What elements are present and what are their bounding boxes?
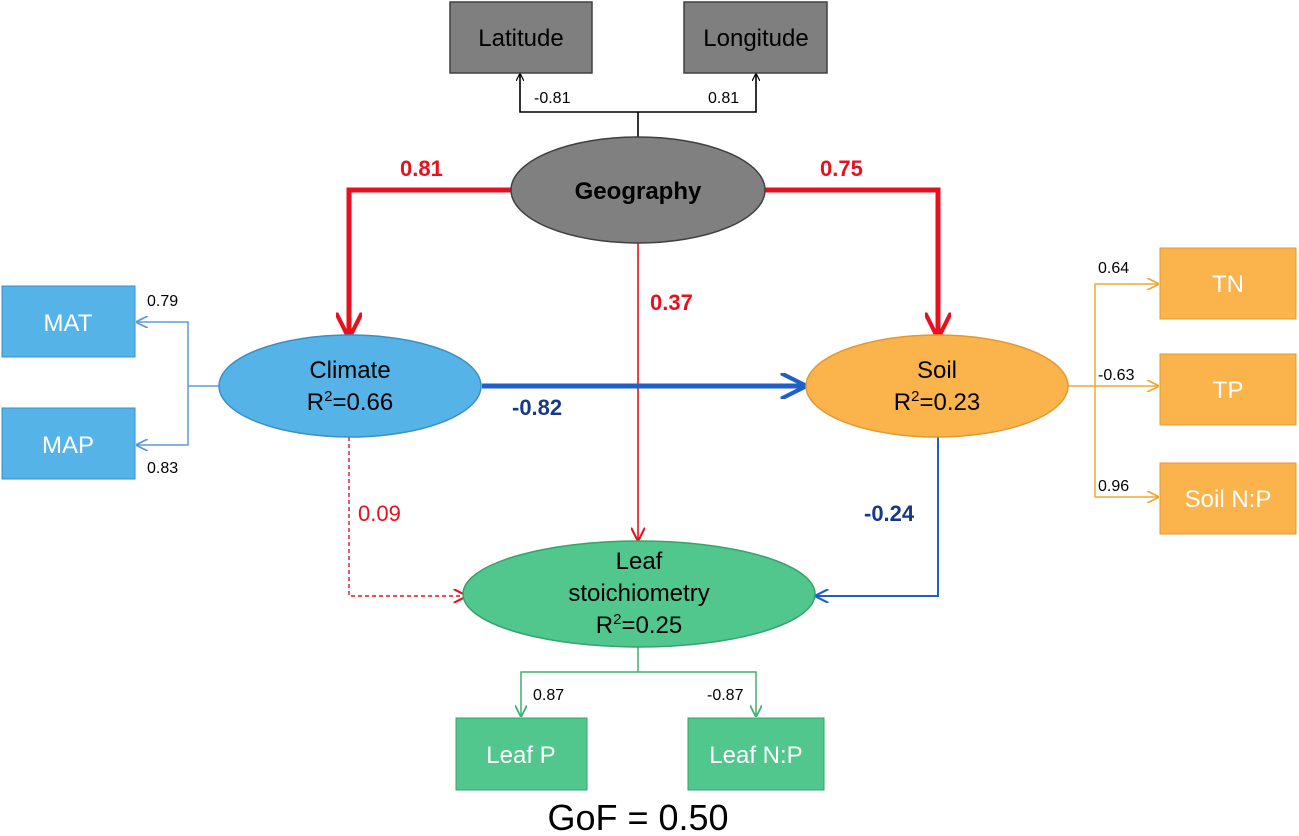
leaf-r2-value: =0.25	[621, 612, 682, 639]
leaf-p-box: Leaf P	[455, 717, 588, 791]
soil-np-loading: 0.96	[1098, 478, 1129, 495]
mat-box-rect	[1, 285, 136, 358]
coef-climate-soil: -0.82	[512, 395, 562, 420]
path-geography-climate	[349, 187, 512, 336]
leaf-np-box-rect	[687, 717, 825, 791]
soil-label: Soil	[917, 357, 957, 384]
climate-r2-prefix: R	[307, 389, 324, 416]
tp-loading: -0.63	[1098, 367, 1135, 384]
mat-loading: 0.79	[147, 293, 178, 310]
soil-r2: R2=0.23	[894, 388, 980, 416]
map-loading: 0.83	[147, 460, 178, 477]
geography-latitude-link	[520, 74, 638, 113]
leaf-p-box-rect	[455, 717, 588, 791]
climate-node: Climate R2=0.66	[218, 334, 482, 438]
soil-np-label: Soil N:P	[1185, 486, 1272, 513]
map-label: MAP	[42, 432, 94, 459]
coef-geography-leaf: 0.37	[650, 290, 693, 315]
path-soil-leaf	[816, 437, 939, 596]
soil-tn-link	[1094, 284, 1158, 386]
leaf-r2-prefix: R	[596, 612, 613, 639]
coef-geography-soil: 0.75	[820, 156, 863, 181]
coef-soil-leaf: -0.24	[864, 501, 915, 526]
leaf-label-line2: stoichiometry	[568, 580, 709, 607]
longitude-box: Longitude	[683, 1, 828, 74]
soil-np-link	[1094, 386, 1158, 497]
leaf-np-label: Leaf N:P	[709, 742, 802, 769]
climate-mat-link	[137, 322, 189, 386]
soil-np-box-rect	[1159, 462, 1297, 535]
geography-node: Geography	[510, 136, 766, 244]
leaf-node: Leaf stoichiometry R2=0.25	[462, 540, 816, 648]
geography-longitude-link	[638, 74, 756, 113]
leaf-p-loading: 0.87	[533, 687, 564, 704]
leaf-label-line1: Leaf	[616, 548, 663, 575]
tn-label: TN	[1212, 271, 1244, 298]
tn-loading: 0.64	[1098, 260, 1129, 277]
longitude-loading: 0.81	[708, 90, 739, 107]
coef-climate-leaf: 0.09	[358, 501, 401, 526]
soil-node: Soil R2=0.23	[805, 334, 1069, 438]
climate-r2-sup: 2	[324, 388, 332, 405]
tp-box: TP	[1159, 353, 1297, 426]
soil-r2-sup: 2	[911, 388, 919, 405]
coef-geography-climate: 0.81	[400, 156, 443, 181]
climate-r2: R2=0.66	[307, 388, 393, 416]
leaf-np-box: Leaf N:P	[687, 717, 825, 791]
climate-map-link	[137, 386, 189, 445]
climate-r2-value: =0.66	[332, 389, 393, 416]
longitude-box-rect	[683, 1, 828, 74]
latitude-box: Latitude	[449, 1, 593, 74]
leaf-p-link	[521, 671, 638, 716]
mat-label: MAT	[44, 310, 93, 337]
geography-ellipse	[510, 136, 766, 244]
map-box-rect	[1, 407, 136, 480]
longitude-label: Longitude	[703, 25, 808, 52]
soil-ellipse	[805, 334, 1069, 438]
geography-label: Geography	[575, 178, 702, 205]
leaf-ellipse	[462, 540, 816, 648]
soil-r2-prefix: R	[894, 389, 911, 416]
soil-r2-value: =0.23	[919, 389, 980, 416]
tn-box: TN	[1159, 247, 1297, 320]
leaf-p-label: Leaf P	[486, 742, 555, 769]
soil-np-box: Soil N:P	[1159, 462, 1297, 535]
path-geography-soil	[765, 187, 938, 336]
tp-box-rect	[1159, 353, 1297, 426]
climate-ellipse	[218, 334, 482, 438]
climate-label: Climate	[309, 357, 390, 384]
map-box: MAP	[1, 407, 136, 480]
tp-label: TP	[1213, 377, 1244, 404]
latitude-label: Latitude	[478, 25, 563, 52]
tn-box-rect	[1159, 247, 1297, 320]
leaf-r2-sup: 2	[613, 611, 621, 628]
mat-box: MAT	[1, 285, 136, 358]
leaf-r2: R2=0.25	[596, 611, 682, 639]
path-climate-leaf	[348, 437, 466, 596]
gof-label: GoF = 0.50	[547, 797, 728, 836]
leaf-np-loading: -0.87	[707, 687, 744, 704]
latitude-loading: -0.81	[534, 90, 571, 107]
leaf-np-link	[638, 671, 756, 716]
latitude-box-rect	[449, 1, 593, 74]
